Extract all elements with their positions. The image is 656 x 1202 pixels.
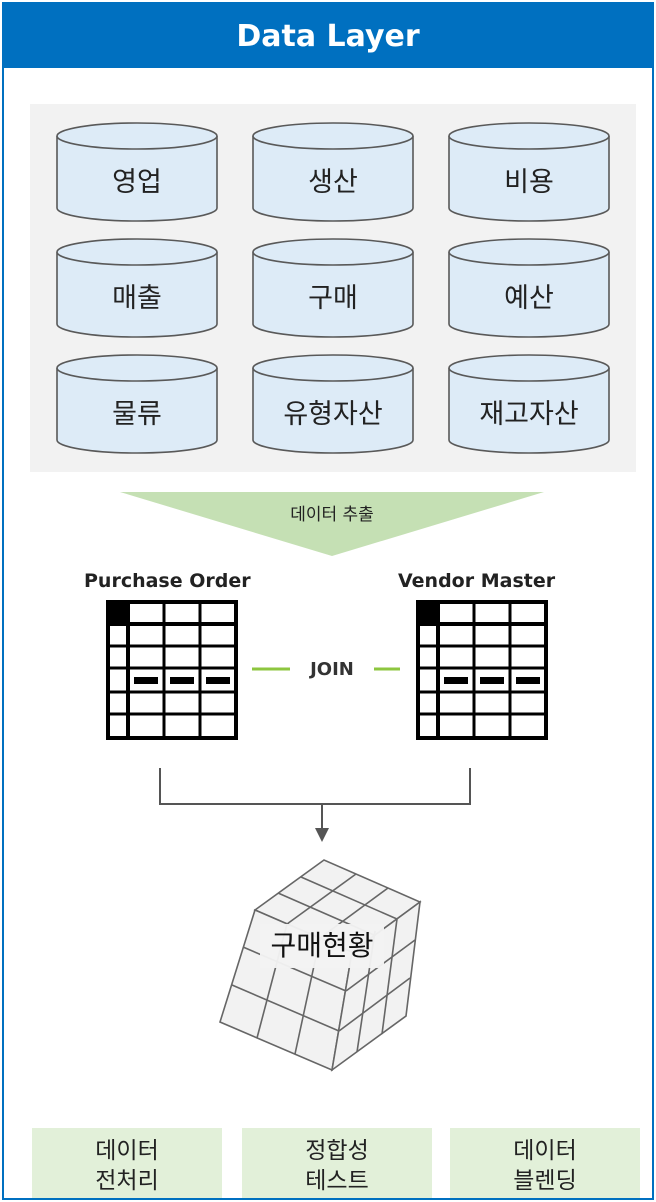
task-line-2: 블렌딩 [513, 1168, 577, 1194]
task-line-1: 데이터 [513, 1138, 577, 1164]
merge-bracket [159, 768, 471, 805]
database-label: 구매 [308, 283, 358, 314]
database-label: 유형자산 [283, 399, 383, 430]
task-data-blending: 데이터 블렌딩 [450, 1128, 640, 1198]
task-line-1: 데이터 [95, 1138, 159, 1164]
database-label: 물류 [112, 399, 162, 430]
task-consistency-test: 정합성 테스트 [242, 1128, 432, 1198]
result-cube-label: 구매현황 [260, 924, 384, 968]
database-label: 생산 [308, 167, 358, 198]
vendor-master-table-icon [416, 600, 548, 740]
extract-funnel [120, 492, 544, 556]
join-label: JOIN [310, 659, 354, 680]
task-preprocessing: 데이터 전처리 [32, 1128, 222, 1198]
database-label: 매출 [112, 283, 162, 314]
database-cylinder-logistics: 물류 [56, 354, 218, 454]
database-label: 재고자산 [479, 399, 579, 430]
database-cylinder-inventory-assets: 재고자산 [448, 354, 610, 454]
purchase-order-table-icon [106, 600, 238, 740]
database-cylinder-revenue: 매출 [56, 238, 218, 338]
extract-label: 데이터 추출 [290, 505, 374, 525]
header-title: Data Layer [4, 4, 652, 68]
merge-arrow-head [315, 828, 329, 842]
database-cylinder-purchasing: 구매 [252, 238, 414, 338]
join-diagram [106, 600, 548, 1072]
database-cylinder-budget: 예산 [448, 238, 610, 338]
database-label: 비용 [504, 167, 554, 198]
database-cylinder-tangible-assets: 유형자산 [252, 354, 414, 454]
database-cylinder-production: 생산 [252, 122, 414, 222]
task-line-2: 테스트 [305, 1168, 369, 1194]
vendor-master-title: Vendor Master [398, 570, 556, 592]
purchase-order-title: Purchase Order [84, 570, 251, 592]
database-cylinder-sales: 영업 [56, 122, 218, 222]
database-label: 영업 [112, 167, 162, 198]
database-panel: 영업 생산 비용 매출 구매 예산 물류 유형자산 [30, 104, 636, 472]
task-line-2: 전처리 [95, 1168, 159, 1194]
database-cylinder-cost: 비용 [448, 122, 610, 222]
database-label: 예산 [504, 283, 554, 314]
task-line-1: 정합성 [305, 1138, 369, 1164]
